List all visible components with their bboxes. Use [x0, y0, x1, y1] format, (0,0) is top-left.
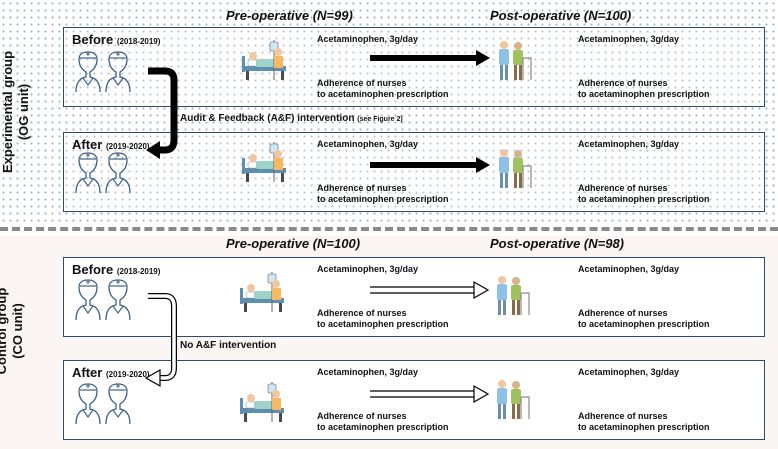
period-label: Before (2018-2019) — [72, 262, 160, 277]
period-years: (2018-2019) — [116, 37, 161, 46]
intervention-text: No A&F intervention — [180, 340, 277, 351]
nurse-icon — [75, 51, 101, 93]
experimental-intervention-label: Audit & Feedback (A&F) intervention (see… — [180, 113, 403, 124]
nurse-icon — [105, 51, 131, 93]
period-years: (2019-2020) — [105, 142, 150, 151]
pre-adherence: Adherence of nurses to acetaminophen pre… — [317, 308, 449, 329]
control-pre-header: Pre-operative (N=100) — [226, 236, 361, 251]
post-medication: Acetaminophen, 3g/day — [578, 367, 680, 377]
pre-adherence: Adherence of nurses to acetaminophen pre… — [317, 78, 449, 99]
control-before-box: Before (2018-2019) Acetaminophen, 3g/day… — [63, 257, 765, 337]
hollow-arrow-head — [473, 384, 490, 404]
pre-adherence: Adherence of nurses to acetaminophen pre… — [317, 183, 449, 204]
solid-arrow-head — [476, 157, 490, 173]
group-divider — [0, 227, 778, 231]
experimental-after-box: After (2019-2020) Acetaminophen, 3g/day … — [63, 132, 765, 212]
period-label: After (2019-2020) — [72, 137, 150, 152]
post-adherence: Adherence of nurses to acetaminophen pre… — [578, 308, 710, 329]
experimental-pre-header: Pre-operative (N=99) — [226, 8, 353, 23]
period-label: Before (2018-2019) — [72, 32, 160, 47]
period-name: After — [72, 137, 103, 152]
hollow-arrow — [370, 390, 476, 398]
walker-patient-icon — [498, 40, 532, 81]
period-years: (2018-2019) — [116, 267, 161, 276]
post-medication: Acetaminophen, 3g/day — [578, 139, 680, 149]
intervention-note: (see Figure 2) — [357, 116, 403, 123]
post-adherence: Adherence of nurses to acetaminophen pre… — [578, 183, 710, 204]
nurse-icon — [75, 152, 101, 194]
intervention-text: Audit & Feedback (A&F) intervention — [180, 113, 355, 124]
nurse-icon — [105, 152, 131, 194]
pre-medication: Acetaminophen, 3g/day — [317, 367, 419, 377]
period-name: Before — [72, 262, 114, 277]
experimental-post-header: Post-operative (N=100) — [490, 8, 632, 23]
post-adherence: Adherence of nurses to acetaminophen pre… — [578, 411, 710, 432]
intervention-arrow-head — [146, 141, 160, 159]
control-post-header: Post-operative (N=98) — [490, 236, 625, 251]
period-name: After — [72, 365, 103, 380]
experimental-before-box: Before (2018-2019) Acetaminophen, 3g/day… — [63, 27, 765, 107]
walker-patient-icon — [496, 379, 530, 420]
period-years: (2019-2020) — [105, 370, 150, 379]
period-name: Before — [72, 32, 114, 47]
post-medication: Acetaminophen, 3g/day — [578, 34, 680, 44]
hollow-arrow-head — [473, 280, 490, 300]
pre-medication: Acetaminophen, 3g/day — [317, 139, 419, 149]
post-adherence: Adherence of nurses to acetaminophen pre… — [578, 78, 710, 99]
nurse-icon — [75, 383, 101, 425]
post-medication: Acetaminophen, 3g/day — [578, 264, 680, 274]
nurse-icon — [105, 383, 131, 425]
hollow-arrow — [370, 286, 476, 294]
no-intervention-arrow-fill — [148, 294, 176, 380]
pre-medication: Acetaminophen, 3g/day — [317, 34, 419, 44]
no-intervention-arrow-outline — [148, 293, 177, 381]
control-intervention-label: No A&F intervention — [180, 340, 276, 351]
patient-bed-icon — [239, 381, 285, 423]
pre-medication: Acetaminophen, 3g/day — [317, 264, 419, 274]
solid-arrow-head — [476, 50, 490, 66]
walker-patient-icon — [496, 275, 530, 316]
control-after-box: After (2019-2020) Acetaminophen, 3g/day … — [63, 360, 765, 440]
patient-bed-icon — [239, 271, 285, 313]
nurse-icon — [75, 279, 101, 321]
nurse-icon — [105, 279, 131, 321]
intervention-arrow — [148, 67, 178, 154]
pre-adherence: Adherence of nurses to acetaminophen pre… — [317, 411, 449, 432]
patient-bed-icon — [241, 39, 287, 81]
walker-patient-icon — [498, 148, 532, 189]
no-intervention-arrow-head — [144, 368, 161, 388]
patient-bed-icon — [241, 141, 287, 183]
period-label: After (2019-2020) — [72, 365, 150, 380]
